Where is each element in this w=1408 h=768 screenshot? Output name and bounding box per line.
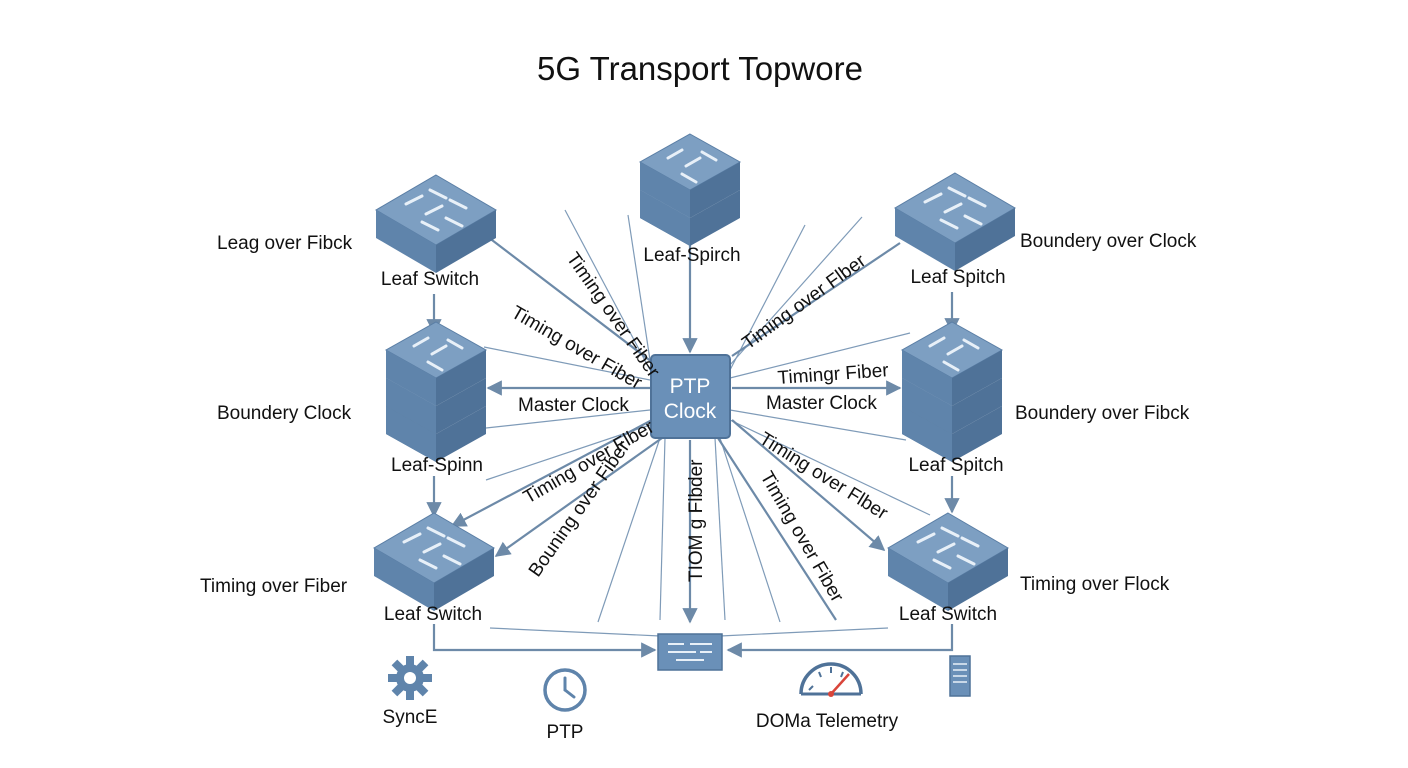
- diagram-title: 5G Transport Topwore: [537, 50, 863, 87]
- node-mid-right-spine[interactable]: [900, 320, 1004, 464]
- legend-ptp-label: PTP: [547, 722, 584, 743]
- node-top-right-side-label: Boundery over Clock: [1020, 231, 1197, 252]
- legend-telemetry-label: DOMa Telemetry: [756, 711, 899, 732]
- link-label-f: Master Clock: [766, 393, 877, 414]
- server-icon: [949, 655, 971, 697]
- hub-label-line1: PTP: [670, 375, 711, 398]
- node-mid-left-label: Leaf-Spinn: [391, 455, 483, 476]
- link-label-d: Master Clock: [518, 395, 629, 416]
- node-mid-right-side-label: Boundery over Fibck: [1015, 403, 1190, 424]
- node-top-spine[interactable]: [638, 132, 742, 248]
- node-top-label: Leaf-Spirch: [643, 245, 740, 266]
- connection-edges: [426, 225, 960, 658]
- legend-synce-label: SyncE: [383, 707, 438, 728]
- node-bottom-right-label: Leaf Switch: [899, 604, 997, 625]
- node-bottom-right-switch[interactable]: [886, 511, 1010, 613]
- node-mid-right-label: Leaf Spitch: [908, 455, 1003, 476]
- node-bottom-left-label: Leaf Switch: [384, 604, 482, 625]
- ptp-clock-hub[interactable]: PTP Clock: [650, 354, 731, 439]
- node-mid-left-side-label: Boundery Clock: [217, 403, 352, 424]
- node-mid-left-spine[interactable]: [384, 320, 488, 464]
- node-bottom-left-side-label: Timing over Fiber: [200, 576, 348, 597]
- link-label-i: TIOM g Flbder: [686, 459, 707, 582]
- hub-label-line2: Clock: [664, 400, 717, 423]
- link-label-e: Timingr Fiber: [777, 360, 890, 389]
- gauge-icon: [799, 662, 863, 697]
- node-top-left-switch[interactable]: [374, 173, 498, 275]
- node-top-left-side-label: Leag over Fibck: [217, 233, 353, 254]
- node-bottom-right-side-label: Timing over Flock: [1020, 574, 1170, 595]
- gear-icon: [388, 656, 432, 700]
- node-top-right-label: Leaf Spitch: [910, 267, 1005, 288]
- clock-icon: [543, 668, 587, 712]
- fan-lines: [483, 209, 931, 637]
- node-bottom-left-switch[interactable]: [372, 511, 496, 613]
- node-bottom-aggregation-switch[interactable]: [657, 633, 723, 671]
- node-top-left-label: Leaf Switch: [381, 269, 479, 290]
- link-label-c: Timing over Flber: [739, 250, 871, 354]
- node-top-right-switch[interactable]: [893, 171, 1017, 273]
